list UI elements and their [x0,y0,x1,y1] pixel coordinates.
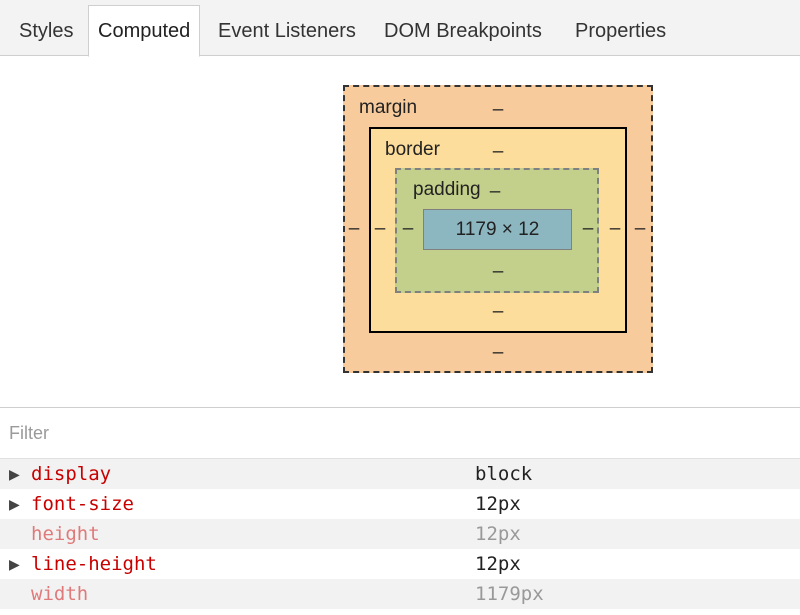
margin-bottom-value[interactable]: – [492,342,504,363]
property-row-line-height[interactable]: ▶ line-height 12px [0,549,800,579]
border-right-value[interactable]: – [609,218,621,239]
padding-left-value[interactable]: – [402,218,414,239]
property-value: 12px [475,493,521,515]
property-row-width[interactable]: width 1179px [0,579,800,609]
margin-left-value[interactable]: – [348,218,360,239]
tab-styles[interactable]: Styles [19,20,74,42]
tab-event-listeners[interactable]: Event Listeners [218,20,356,42]
padding-label: padding [413,179,481,200]
border-bottom-value[interactable]: – [492,301,504,322]
box-model-content-size[interactable]: 1179 × 12 [423,209,572,250]
expand-triangle-icon[interactable]: ▶ [9,466,20,482]
property-value: 12px [475,553,521,575]
padding-right-value[interactable]: – [582,218,594,239]
box-model-diagram: 1179 × 12 margin – – – – border – – – – … [0,57,800,407]
section-divider [0,407,800,408]
property-row-height[interactable]: height 12px [0,519,800,549]
border-label: border [385,139,440,160]
margin-label: margin [359,97,418,118]
expand-triangle-icon[interactable]: ▶ [9,556,20,572]
property-name: display [31,463,112,485]
tab-dom-breakpoints[interactable]: DOM Breakpoints [384,20,542,42]
border-left-value[interactable]: – [374,218,386,239]
property-name: line-height [31,553,157,575]
property-name: font-size [31,493,134,515]
expand-triangle-icon[interactable]: ▶ [9,496,20,512]
computed-properties-list: ▶ display block ▶ font-size 12px height … [0,459,800,609]
panel-tab-bar: Styles Computed Event Listeners DOM Brea… [0,0,800,57]
margin-right-value[interactable]: – [634,218,646,239]
property-name: width [31,583,89,605]
padding-top-value[interactable]: – [489,181,501,202]
property-value: 1179px [475,583,544,605]
margin-top-value[interactable]: – [492,99,504,120]
property-row-font-size[interactable]: ▶ font-size 12px [0,489,800,519]
filter-separator [0,458,800,459]
property-value: block [475,463,533,485]
filter-input[interactable] [0,408,800,458]
border-top-value[interactable]: – [492,141,504,162]
tab-properties[interactable]: Properties [575,20,667,42]
padding-bottom-value[interactable]: – [492,261,504,282]
property-name: height [31,523,100,545]
property-row-display[interactable]: ▶ display block [0,459,800,489]
property-value: 12px [475,523,521,545]
tab-computed[interactable]: Computed [88,5,201,57]
